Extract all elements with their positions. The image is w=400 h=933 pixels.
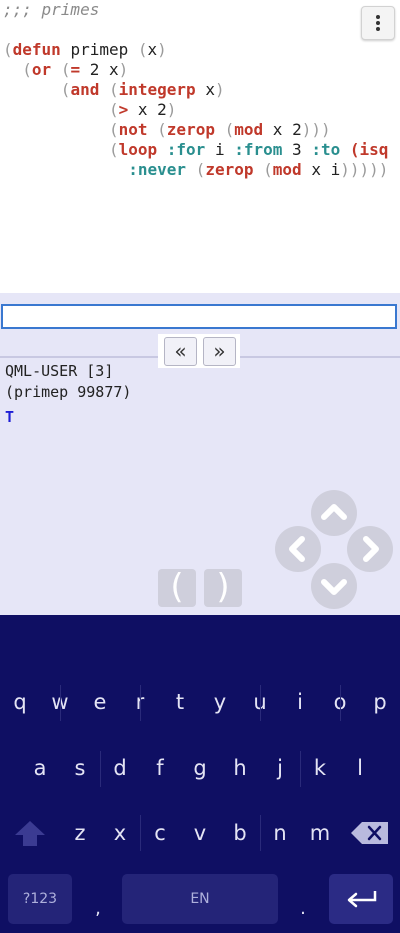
kw-eq: = [70,60,81,79]
arrow-down-button[interactable] [311,563,357,609]
kw-never: :never [128,160,187,179]
key-divider [300,751,301,787]
history-forward-button[interactable]: » [203,337,236,366]
kw-mod-2: mod [272,160,302,179]
code-editor[interactable]: ;;; primes (defun primep (x) (or (= 2 x)… [0,0,400,293]
kw-gt: > [118,100,129,119]
kw-from: :from [234,140,283,159]
kw-and: and [70,80,100,99]
key-z[interactable]: z [74,821,86,845]
symbols-key[interactable]: ?123 [8,874,72,924]
key-divider [260,815,261,851]
code-text[interactable]: ;;; primes (defun primep (x) (or (= 2 x)… [3,0,389,179]
key-s[interactable]: s [74,756,86,780]
key-o[interactable]: o [320,687,360,717]
key-divider [100,751,101,787]
arrow-up-icon [321,504,347,520]
key-m[interactable]: m [309,821,331,845]
key-divider [60,685,61,721]
mod-args-2: x i [311,160,341,179]
code-comment: ;;; primes [3,0,100,19]
key-v[interactable]: v [193,821,207,845]
key-divider [340,685,341,721]
command-input[interactable] [1,304,397,329]
kw-loop: loop [118,140,158,159]
period-key[interactable]: . [300,898,306,919]
kw-zerop-2: zerop [205,160,254,179]
loop-var: i [214,140,225,159]
arrow-up-button[interactable] [311,490,357,536]
arrow-left-icon [289,536,305,562]
gt-args: x 2 [137,100,167,119]
arrow-down-icon [321,579,347,595]
key-c[interactable]: c [154,821,166,845]
key-r[interactable]: r [120,687,160,717]
kw-to: :to [311,140,341,159]
key-d[interactable]: d [113,756,127,780]
kw-defun: defun [12,40,61,59]
key-g[interactable]: g [193,756,207,780]
mod-args: x 2 [272,120,302,139]
repl-result: T [5,408,15,426]
history-controls: « » [158,334,240,368]
key-i[interactable]: i [297,690,303,714]
enter-key[interactable] [329,874,393,924]
kebab-menu-icon [376,15,380,19]
close-paren-button[interactable]: ) [204,569,242,607]
kw-for: :for [166,140,206,159]
key-a[interactable]: a [33,756,47,780]
arrow-right-button[interactable] [347,526,393,572]
key-x[interactable]: x [113,821,127,845]
kw-isqrt: (isq [349,140,389,159]
key-l[interactable]: l [357,756,363,780]
shift-icon [15,821,45,846]
key-b[interactable]: b [233,821,247,845]
key-f[interactable]: f [156,756,164,780]
key-p[interactable]: p [373,690,387,714]
key-j[interactable]: j [277,756,283,780]
kw-not: not [118,120,148,139]
kw-or: or [31,60,52,79]
shift-key[interactable] [10,818,50,848]
arrow-right-icon [363,536,379,562]
kw-mod: mod [234,120,264,139]
key-y[interactable]: y [213,690,227,714]
enter-icon [347,891,377,908]
repl-command: (primep 99877) [5,383,132,401]
key-e[interactable]: e [93,690,107,714]
backspace-icon [351,822,388,844]
integerp-arg: x [205,80,215,99]
key-h[interactable]: h [233,756,247,780]
open-paren-button[interactable]: ( [158,569,196,607]
key-k[interactable]: k [313,756,327,780]
arrow-left-button[interactable] [275,526,321,572]
repl-prompt: QML-USER [3] [5,362,114,380]
eq-args: 2 x [89,60,119,79]
backspace-key[interactable] [350,818,390,848]
kw-integerp: integerp [118,80,196,99]
history-back-button[interactable]: « [164,337,197,366]
space-key[interactable]: EN [122,874,278,924]
comma-key[interactable]: , [95,898,101,919]
key-q[interactable]: q [13,690,27,714]
key-divider [260,685,261,721]
param: x [147,40,158,59]
key-n[interactable]: n [273,821,287,845]
key-divider [140,685,141,721]
soft-keyboard: q w e r t y u i o p a s d f g h j k l z … [0,615,400,933]
kw-zerop: zerop [166,120,215,139]
fn-name: primep [70,40,129,59]
repl-panel: « » QML-USER [3] (primep 99877) T ( ) [0,293,400,615]
key-divider [140,815,141,851]
menu-button[interactable] [361,6,395,40]
key-t[interactable]: t [175,690,185,714]
closing-parens: ))))) [340,160,389,179]
loop-start: 3 [292,140,302,159]
